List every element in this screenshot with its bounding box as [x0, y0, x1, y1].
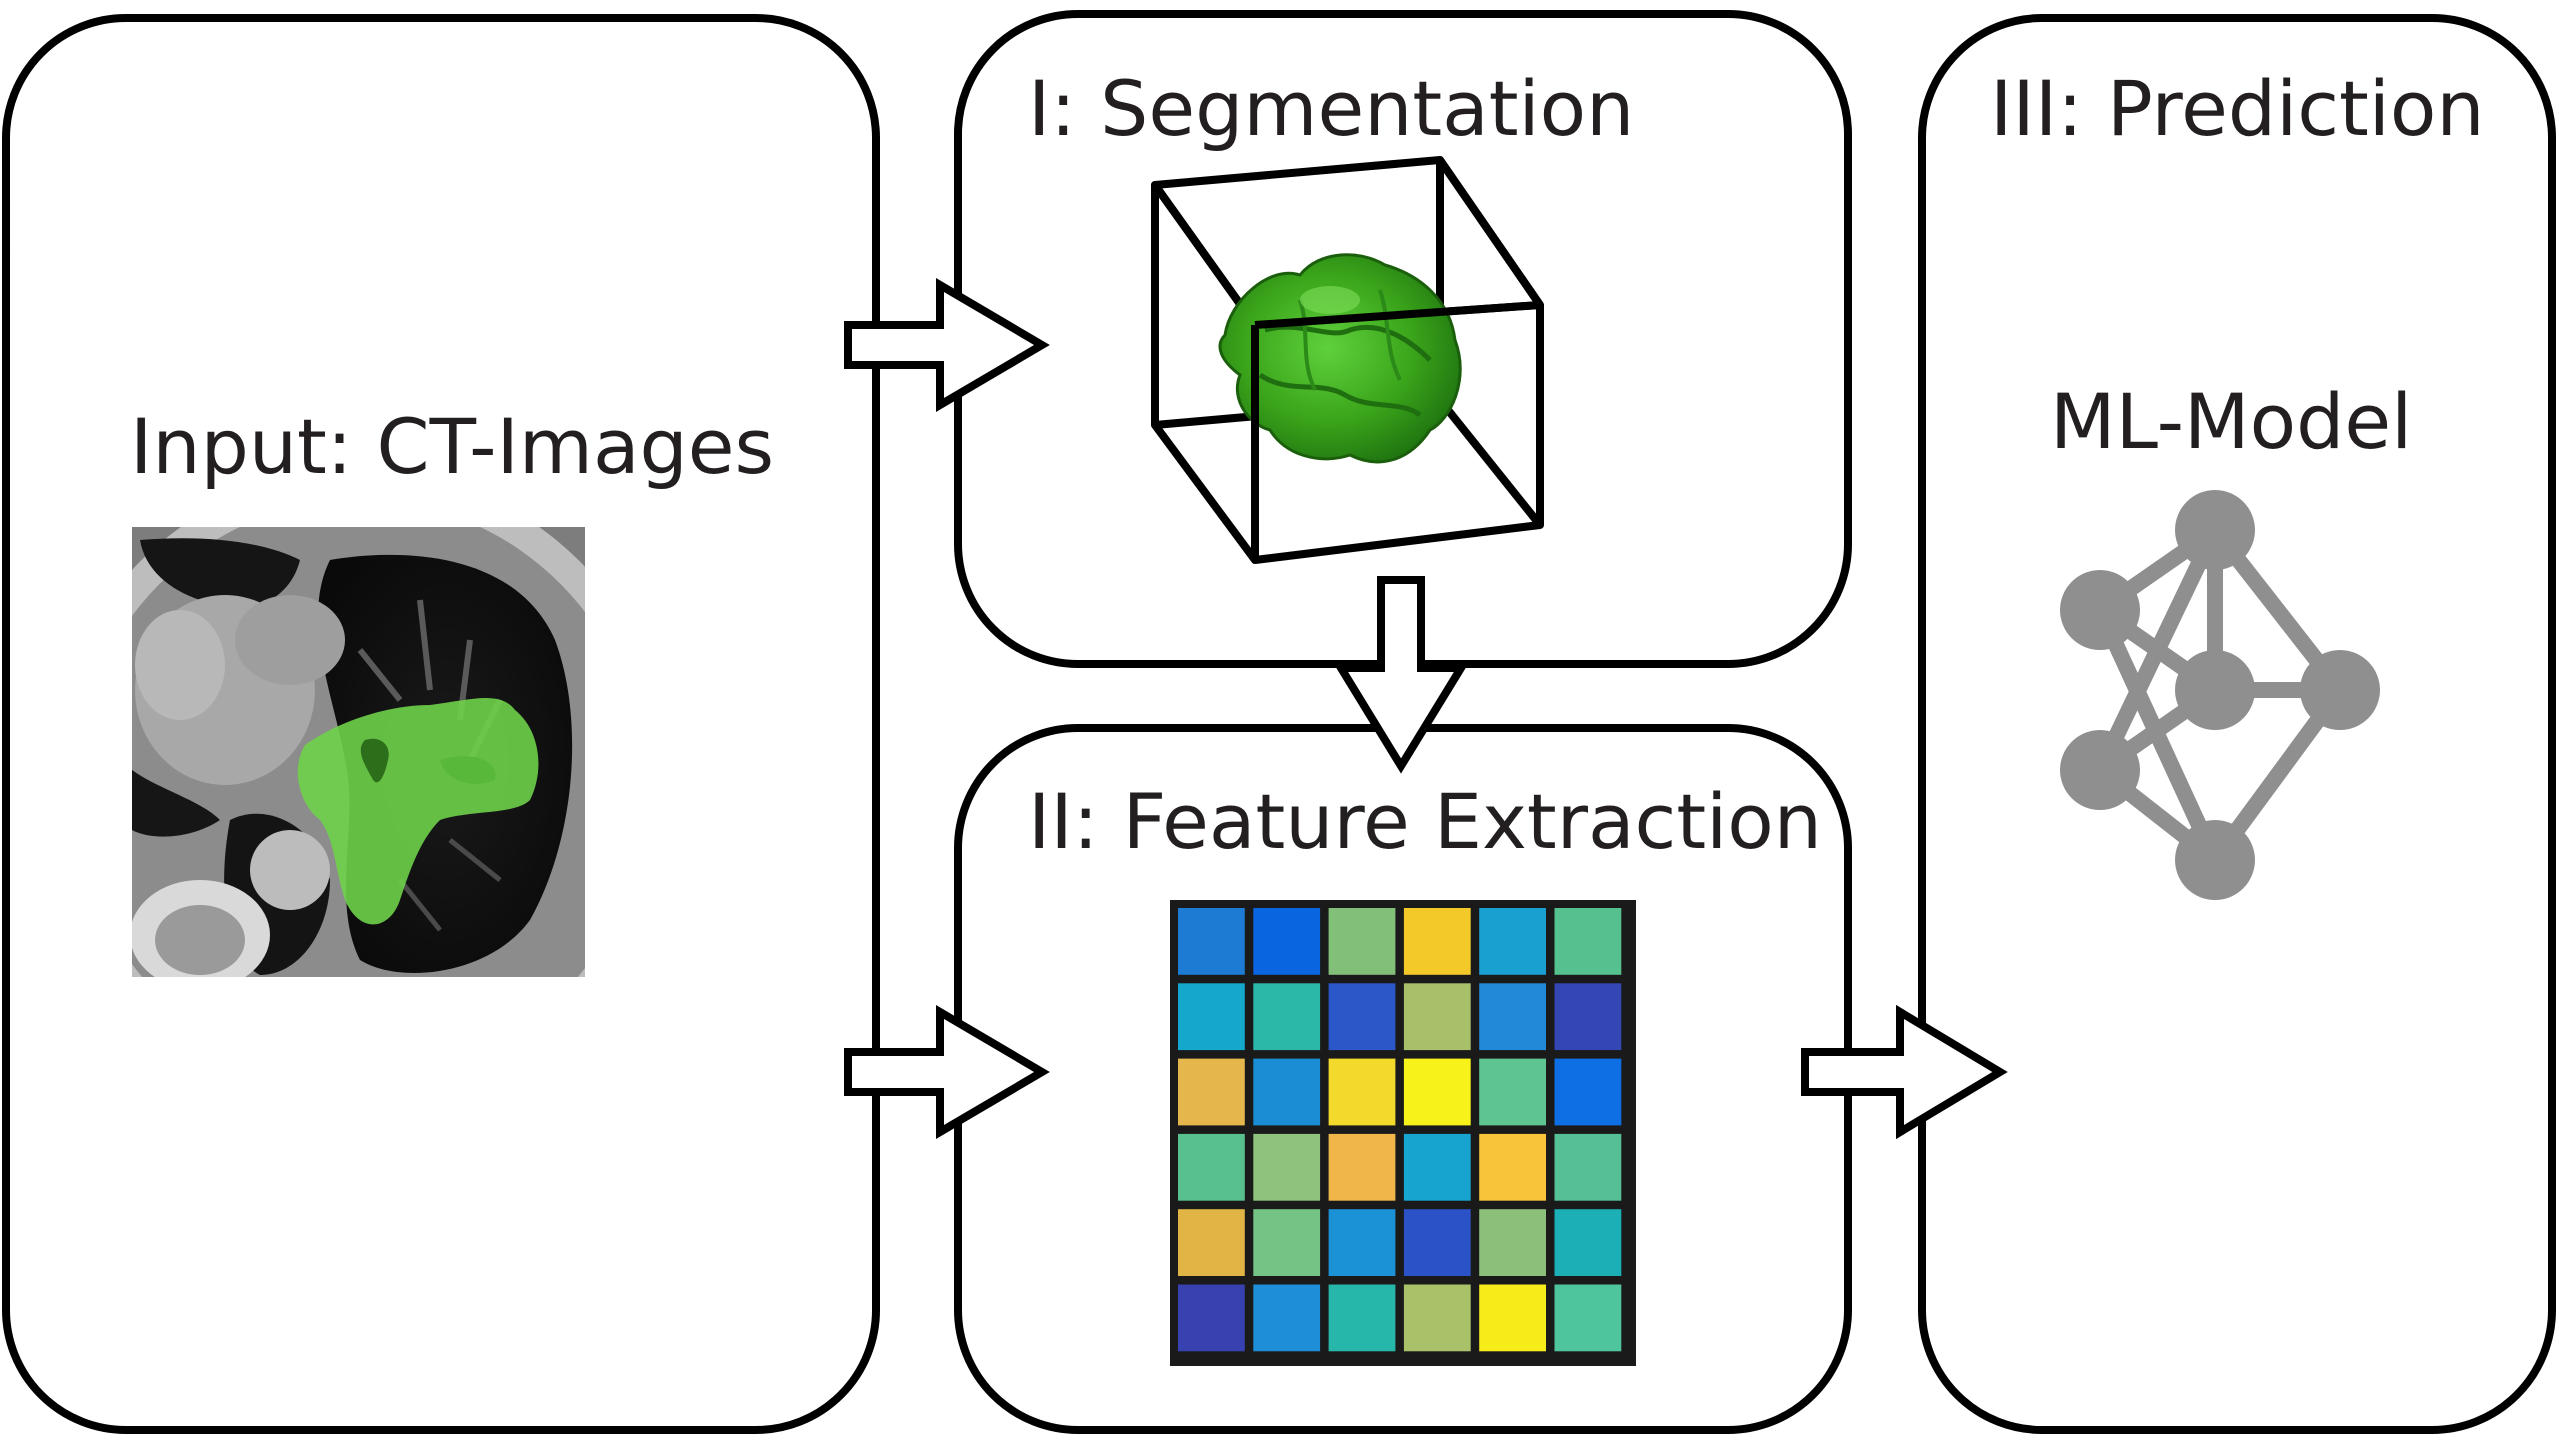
feature-matrix-cell	[1403, 1284, 1471, 1352]
feature-matrix-cell	[1403, 983, 1471, 1051]
arrow-segmentation-to-feature-extraction	[1333, 576, 1469, 774]
prediction-panel: III: Prediction ML-Model	[1918, 14, 2556, 1434]
feature-matrix-cell	[1554, 1133, 1622, 1201]
feature-matrix-cell	[1253, 1133, 1321, 1201]
segmentation-panel-title: I: Segmentation	[1028, 64, 1634, 153]
prediction-panel-border	[1918, 14, 2556, 1434]
feature-matrix-cell	[1328, 983, 1396, 1051]
network-node	[2060, 570, 2140, 650]
feature-matrix-cell	[1253, 983, 1321, 1051]
feature-matrix	[1170, 900, 1636, 1366]
feature-matrix-cell	[1178, 1284, 1245, 1352]
feature-matrix-cell	[1479, 983, 1546, 1051]
feature-matrix-cell	[1253, 1209, 1321, 1276]
feature-matrix-cell	[1178, 983, 1245, 1051]
neural-network-icon	[2060, 490, 2380, 900]
feature-matrix-cell	[1554, 1209, 1622, 1276]
feature-matrix-cell	[1479, 1284, 1546, 1352]
feature-matrix-cell	[1253, 1284, 1321, 1352]
feature-matrix-cell	[1554, 1284, 1622, 1352]
segmented-tumor-3d	[1218, 253, 1462, 464]
feature-matrix-cell	[1554, 908, 1622, 975]
feature-matrix-cell	[1253, 908, 1321, 975]
feature-matrix-cell	[1403, 1058, 1471, 1126]
network-node	[2175, 490, 2255, 570]
ct-image	[132, 527, 585, 977]
arrow-input-to-segmentation	[844, 278, 1050, 412]
feature-matrix-cell	[1479, 1058, 1546, 1126]
feature-matrix-cell	[1178, 1133, 1245, 1201]
feature-matrix-cell	[1554, 1058, 1622, 1126]
feature-matrix-cell	[1328, 1058, 1396, 1126]
segmentation-panel: I: Segmentation	[954, 10, 1852, 668]
feature-matrix-cell	[1178, 1058, 1245, 1126]
feature-matrix-cell	[1328, 1133, 1396, 1201]
feature-matrix-cell	[1328, 1284, 1396, 1352]
input-panel: Input: CT-Images	[2, 14, 880, 1434]
arrow-input-to-feature-extraction	[844, 1005, 1050, 1139]
network-node	[2175, 820, 2255, 900]
feature-matrix-cell	[1328, 908, 1396, 975]
network-node	[2300, 650, 2380, 730]
network-node	[2060, 730, 2140, 810]
feature-extraction-panel: II: Feature Extraction	[954, 724, 1852, 1434]
ct-tumor-overlay	[297, 698, 539, 925]
network-node	[2175, 650, 2255, 730]
prediction-panel-title: III: Prediction	[1990, 64, 2485, 153]
feature-matrix-cell	[1403, 1209, 1471, 1276]
arrow-feature-extraction-to-prediction	[1801, 1004, 2008, 1140]
ml-model-label: ML-Model	[2050, 377, 2412, 466]
feature-matrix-cell	[1328, 1209, 1396, 1276]
feature-matrix-cell	[1253, 1058, 1321, 1126]
feature-matrix-cell	[1554, 983, 1622, 1051]
feature-matrix-cell	[1479, 1209, 1546, 1276]
feature-matrix-cell	[1403, 908, 1471, 975]
feature-matrix-cell	[1479, 908, 1546, 975]
feature-extraction-panel-title: II: Feature Extraction	[1028, 777, 1822, 866]
feature-matrix-cell	[1178, 1209, 1245, 1276]
feature-matrix-cell	[1479, 1133, 1546, 1201]
feature-matrix-cell	[1178, 908, 1245, 975]
input-panel-title: Input: CT-Images	[130, 402, 774, 491]
feature-matrix-cell	[1403, 1133, 1471, 1201]
